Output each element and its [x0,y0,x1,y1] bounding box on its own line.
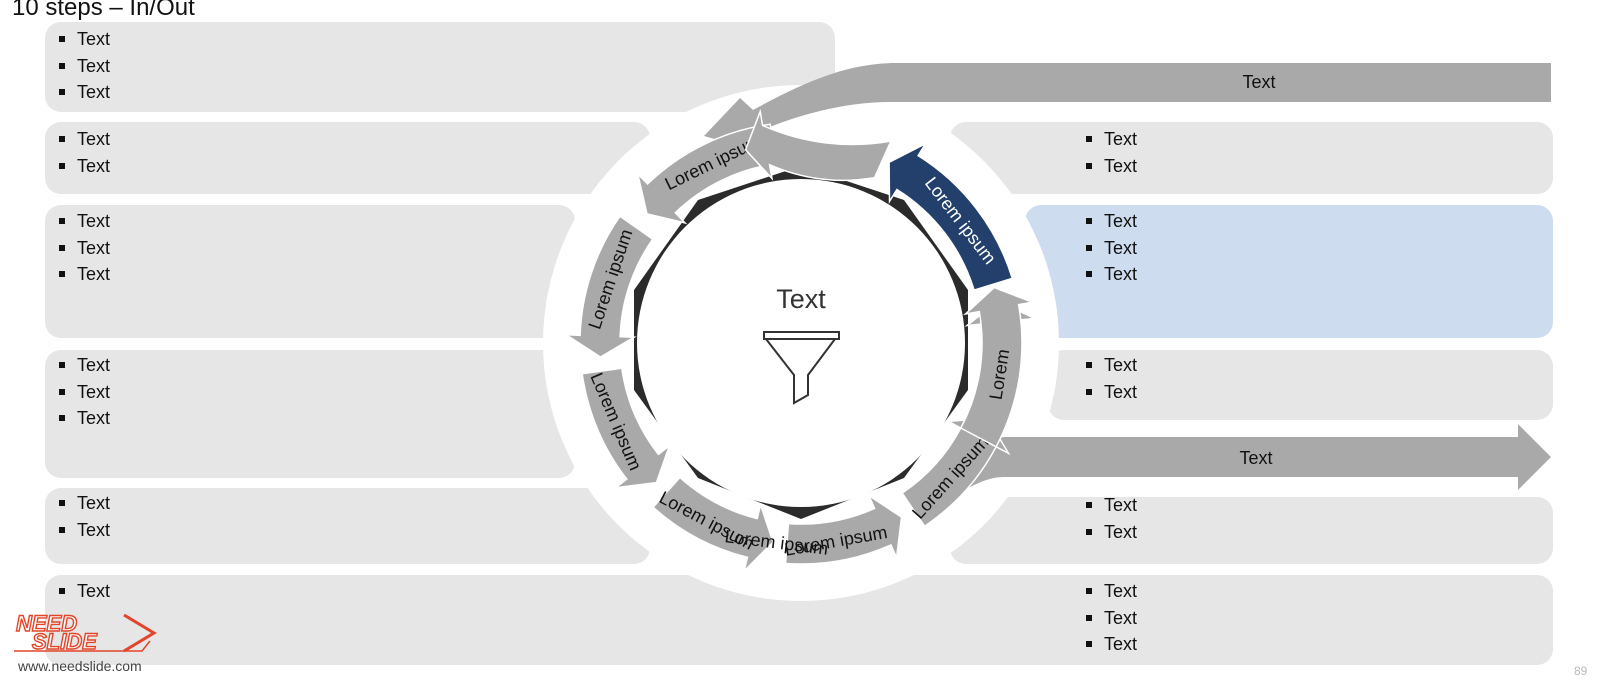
cycle-arrow-1 [636,123,777,225]
bullet-item: Text [57,517,110,544]
bullet-item: Text [57,26,110,53]
slide-title: 10 steps – In/Out [12,0,195,21]
bullet-item: Text [1084,492,1137,519]
page-number: 89 [1574,664,1588,678]
bullet-item: Text [1084,519,1137,546]
bullet-item: Text [57,208,110,235]
bullet-item: Text [1084,379,1137,406]
bullet-item: Text [1084,208,1137,235]
bullet-item: Text [57,235,110,262]
left-panel-1 [45,22,835,112]
left-panel-5 [45,488,650,564]
center-label: Text [776,284,826,314]
input-arrow-label: Text [1242,72,1275,92]
right-panel-1 [950,122,1553,194]
cycle-arrow-2 [563,215,654,358]
bullet-item: Text [1084,261,1137,288]
bullet-item: Text [1084,578,1137,605]
cycle-arrow-8 [959,286,1036,448]
left-panel-2 [45,122,650,194]
cycle-arrow-4 [652,476,774,574]
right-panel-4 [950,497,1553,564]
center-disc [637,179,965,507]
cycle-arrow-10 [744,108,893,182]
bullet-item: Text [57,153,110,180]
svg-text:NEED: NEED [16,611,77,636]
bullet-item: Text [57,379,110,406]
needslide-logo: NEED SLIDE [14,611,157,655]
bullet-item: Text [1084,605,1137,632]
bullet-item: Text [1084,153,1137,180]
footer-url: www.needslide.com [18,658,142,674]
bullet-item: Text [57,490,110,517]
bullet-item: Text [1084,631,1137,658]
bullet-item: Text [57,405,110,432]
cycle-arrow-9 [888,141,1014,292]
cycle-arrow-3 [581,367,671,489]
output-arrow-label: Text [1239,448,1272,468]
bullet-item: Text [57,261,110,288]
funnel-icon [763,331,840,405]
input-arrow [704,63,1551,154]
right-panel-3 [1048,350,1553,420]
output-arrow [964,424,1551,490]
left-panel-3 [45,205,575,338]
bullet-item: Text [57,578,110,605]
left-panel-4 [45,350,575,478]
bullet-item: Text [57,352,110,379]
cycle-arrow-5 [784,493,903,565]
bullet-item: Text [1084,235,1137,262]
right-panel-2 [1025,205,1553,338]
svg-text:SLIDE: SLIDE [32,629,98,654]
bullet-item: Text [57,53,110,80]
left-box-6-bullets: Text [57,578,110,605]
bullet-item: Text [57,126,110,153]
bullet-item: Text [57,79,110,106]
bullet-item: Text [1084,126,1137,153]
left-panel-6 [45,575,1553,665]
bullet-item: Text [1084,352,1137,379]
